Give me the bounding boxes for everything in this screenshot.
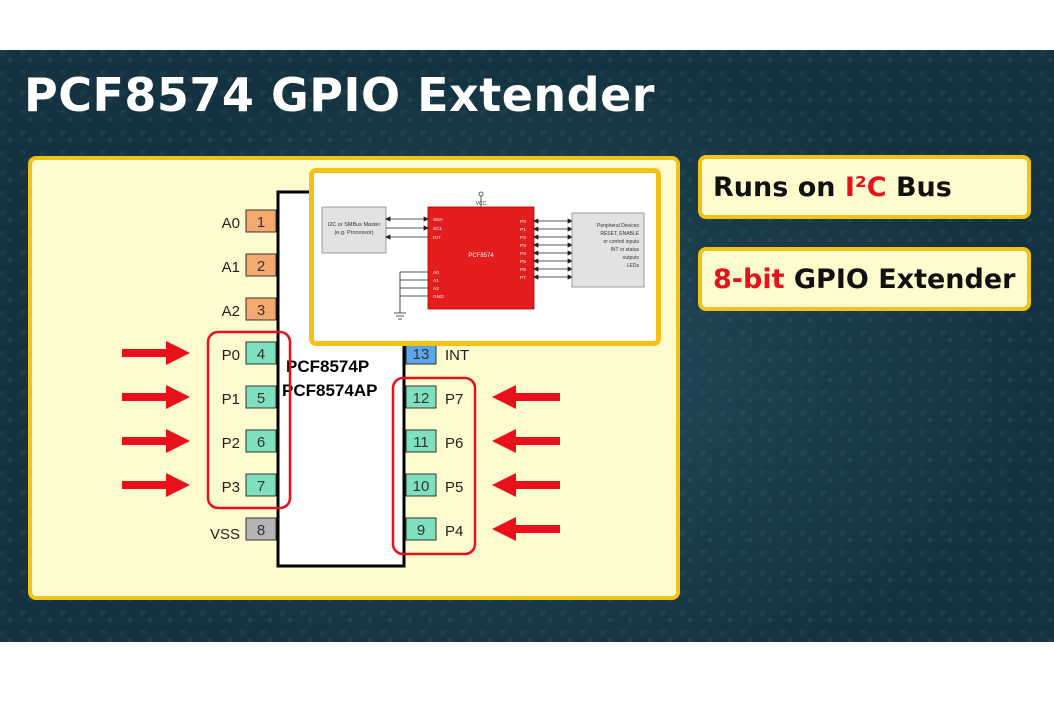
svg-text:A1: A1 <box>433 278 439 284</box>
right-pin-11: 11 P6 <box>405 429 463 453</box>
svg-text:INT: INT <box>433 235 441 241</box>
inset-chip <box>427 206 535 310</box>
pin-label-p3: P3 <box>222 479 240 496</box>
info-box-i2c-highlight: I²C <box>844 171 887 203</box>
info-box-i2c-prefix: Runs on <box>713 171 845 203</box>
svg-text:13: 13 <box>413 346 430 363</box>
chip-name-line1: PCF8574P <box>286 357 369 376</box>
pin-label-p1: P1 <box>222 391 240 408</box>
pin-label-a2: A2 <box>222 303 240 320</box>
svg-text:INT or status: INT or status <box>610 247 639 253</box>
svg-text:8: 8 <box>257 522 265 539</box>
svg-text:9: 9 <box>417 522 425 539</box>
svg-text:P0: P0 <box>520 219 526 225</box>
application-diagram: I2C or SMBus Master (e.g. Processor) VCC… <box>321 191 645 320</box>
left-pin-5: 5 P1 <box>222 385 277 409</box>
info-box-i2c: Runs on I²C Bus <box>698 155 1031 219</box>
pin-label-vss: VSS <box>210 526 240 543</box>
svg-text:3: 3 <box>257 302 265 319</box>
arrow-left-icon <box>492 517 560 541</box>
pin-label-a1: A1 <box>222 259 240 276</box>
info-box-gpio-highlight: 8-bit <box>713 263 785 295</box>
application-diagram-inset: I2C or SMBus Master (e.g. Processor) VCC… <box>309 168 661 346</box>
pin-label-p0: P0 <box>222 347 240 364</box>
svg-text:P6: P6 <box>520 267 526 273</box>
pin-label-int: INT <box>445 347 469 364</box>
svg-text:I2C or SMBus Master: I2C or SMBus Master <box>328 222 381 228</box>
slide-title: PCF8574 GPIO Extender <box>24 68 655 122</box>
pin-label-a0: A0 <box>222 215 240 232</box>
arrow-right-icon <box>122 341 190 365</box>
svg-text:A0: A0 <box>433 270 439 276</box>
svg-text:A2: A2 <box>433 286 439 292</box>
svg-text:P2: P2 <box>520 235 526 241</box>
svg-text:LEDs: LEDs <box>627 263 640 269</box>
arrow-right-icon <box>122 473 190 497</box>
svg-text:7: 7 <box>257 478 265 495</box>
inset-chip-label: PCF8574 <box>468 253 494 259</box>
right-pin-9: 9 P4 <box>405 517 463 541</box>
svg-text:P3: P3 <box>520 243 526 249</box>
left-arrows <box>122 341 190 497</box>
left-pin-6: 6 P2 <box>222 429 277 453</box>
svg-text:6: 6 <box>257 434 265 451</box>
pin-label-p6: P6 <box>445 435 463 452</box>
svg-text:P5: P5 <box>520 259 526 265</box>
left-pin-3: 3 A2 <box>222 297 277 321</box>
arrow-left-icon <box>492 429 560 453</box>
peripheral-box <box>571 212 645 288</box>
master-box <box>321 206 387 254</box>
svg-text:outputs: outputs <box>623 255 640 261</box>
svg-text:10: 10 <box>413 478 430 495</box>
right-pin-13: 13 INT <box>405 341 471 365</box>
info-box-gpio: 8-bit GPIO Extender <box>698 247 1031 311</box>
svg-text:P1: P1 <box>520 227 526 233</box>
right-io-highlight <box>391 376 477 556</box>
left-pin-7: 7 P3 <box>222 473 277 497</box>
svg-text:or control inputs: or control inputs <box>603 239 639 245</box>
svg-text:(e.g. Processor): (e.g. Processor) <box>334 230 373 236</box>
svg-text:2: 2 <box>257 258 265 275</box>
svg-text:11: 11 <box>413 434 429 451</box>
left-pin-4: 4 P0 <box>222 341 277 365</box>
info-box-gpio-suffix: GPIO Extender <box>784 263 1016 295</box>
svg-text:12: 12 <box>413 390 430 407</box>
svg-text:SCL: SCL <box>433 226 443 232</box>
pin-label-p5: P5 <box>445 479 463 496</box>
svg-text:P4: P4 <box>520 251 526 257</box>
arrow-left-icon <box>492 473 560 497</box>
pin-label-p2: P2 <box>222 435 240 452</box>
left-pin-8: 8 VSS <box>210 517 277 543</box>
left-pin-2: 2 A1 <box>222 253 277 277</box>
right-pin-12: 12 P7 <box>405 385 463 409</box>
pin-label-p7: P7 <box>445 391 463 408</box>
svg-text:GND: GND <box>433 294 444 300</box>
svg-text:RESET, ENABLE: RESET, ENABLE <box>600 231 639 237</box>
slide: PCF8574 GPIO Extender PCF8574P PCF8574AP… <box>0 50 1054 642</box>
left-io-highlight <box>206 330 292 510</box>
vcc-label: VCC <box>476 201 487 207</box>
svg-text:4: 4 <box>257 346 265 363</box>
right-pin-10: 10 P5 <box>405 473 463 497</box>
chip-name-line2: PCF8574AP <box>282 381 377 400</box>
arrow-left-icon <box>492 385 560 409</box>
svg-text:1: 1 <box>257 214 265 231</box>
svg-text:P7: P7 <box>520 275 526 281</box>
svg-text:SDA: SDA <box>433 217 444 223</box>
arrow-right-icon <box>122 385 190 409</box>
right-arrows <box>492 385 560 541</box>
svg-text:Peripheral Devices: Peripheral Devices <box>597 223 639 229</box>
left-pin-1: 1 A0 <box>222 209 277 233</box>
info-box-i2c-suffix: Bus <box>886 171 952 203</box>
arrow-right-icon <box>122 429 190 453</box>
pin-label-p4: P4 <box>445 523 463 540</box>
svg-text:5: 5 <box>257 390 265 407</box>
